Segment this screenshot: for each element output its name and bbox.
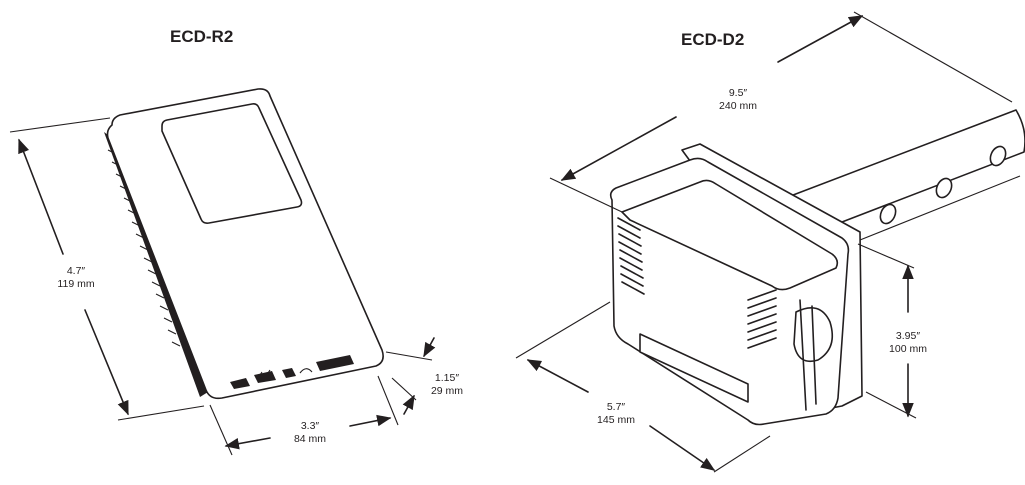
ecd-d2-probe-hole-2 [935, 177, 953, 199]
ecd-r2-width-ext-right [377, 375, 399, 426]
ecd-d2-height-ext-top [857, 243, 915, 269]
ecd-r2-bottom-vents [230, 355, 354, 389]
ecd-r2-height-line-bottom [84, 309, 129, 416]
ecd-r2-width-label: 3.3″ 84 mm [270, 420, 350, 446]
ecd-d2-length-ext-left [549, 177, 623, 213]
ecd-d2-length-in: 9.5″ [728, 87, 748, 99]
ecd-d2-width-in: 5.7″ [606, 401, 626, 413]
ecd-d2-height-label: 3.95″ 100 mm [870, 330, 946, 356]
ecd-r2-depth-label: 1.15″ 29 mm [412, 372, 482, 398]
ecd-d2-lid [621, 179, 839, 291]
ecd-d2-width-ext-left [515, 301, 611, 359]
ecd-d2-left-vents [617, 217, 645, 295]
ecd-d2-width-line-left [526, 359, 589, 393]
ecd-r2-width-line-left [224, 437, 271, 450]
ecd-r2-body [106, 88, 384, 400]
ecd-d2-height-in: 3.95″ [895, 330, 921, 342]
ecd-d2-width-mm: 145 mm [597, 414, 635, 426]
ecd-d2-height-mm: 100 mm [889, 343, 927, 355]
ecd-r2-height-mm: 119 mm [57, 278, 95, 290]
ecd-d2-length-mm: 240 mm [719, 100, 757, 112]
ecd-r2-height-in: 4.7″ [66, 265, 86, 277]
ecd-d2-probe [779, 109, 1025, 223]
ecd-d2-right-vents [747, 289, 777, 349]
ecd-d2-length-label: 9.5″ 240 mm [698, 87, 778, 113]
ecd-d2-length-line-left [560, 116, 677, 181]
ecd-d2-probe-hole-3 [879, 203, 897, 225]
ecd-d2-label-slot [639, 333, 749, 403]
ecd-d2-title: ECD-D2 [681, 30, 745, 49]
ecd-r2-width-in: 3.3″ [300, 420, 320, 432]
ecd-r2-height-ext-top [9, 117, 111, 133]
ecd-r2-width-mm: 84 mm [293, 433, 327, 445]
ecd-r2-side-vents [107, 149, 181, 347]
ecd-d2-length-ext-right [853, 11, 1013, 103]
ecd-r2-height-ext-bottom [117, 405, 205, 421]
ecd-r2-height-line-top [18, 138, 64, 255]
ecd-r2-height-label: 4.7″ 119 mm [36, 265, 116, 291]
ecd-r2-depth-in: 1.15″ [434, 372, 460, 384]
ecd-d2-length-line-right [777, 15, 864, 63]
ecd-d2-width-line-right [649, 425, 716, 471]
ecd-r2-title: ECD-R2 [170, 27, 234, 46]
ecd-r2-depth-arrow-top [423, 337, 436, 358]
ecd-d2-probe-hole-1 [989, 145, 1007, 167]
ecd-d2-width-ext-right [713, 435, 771, 473]
ecd-r2-depth-mm: 29 mm [430, 385, 464, 397]
ecd-r2-depth-ext-top [385, 351, 433, 361]
ecd-r2-width-line-right [349, 414, 392, 427]
ecd-r2-display-window [161, 103, 303, 224]
ecd-r2-side-edge [104, 132, 208, 397]
ecd-d2-width-label: 5.7″ 145 mm [578, 401, 654, 427]
ecd-r2-depth-arrow-bottom [402, 394, 415, 415]
